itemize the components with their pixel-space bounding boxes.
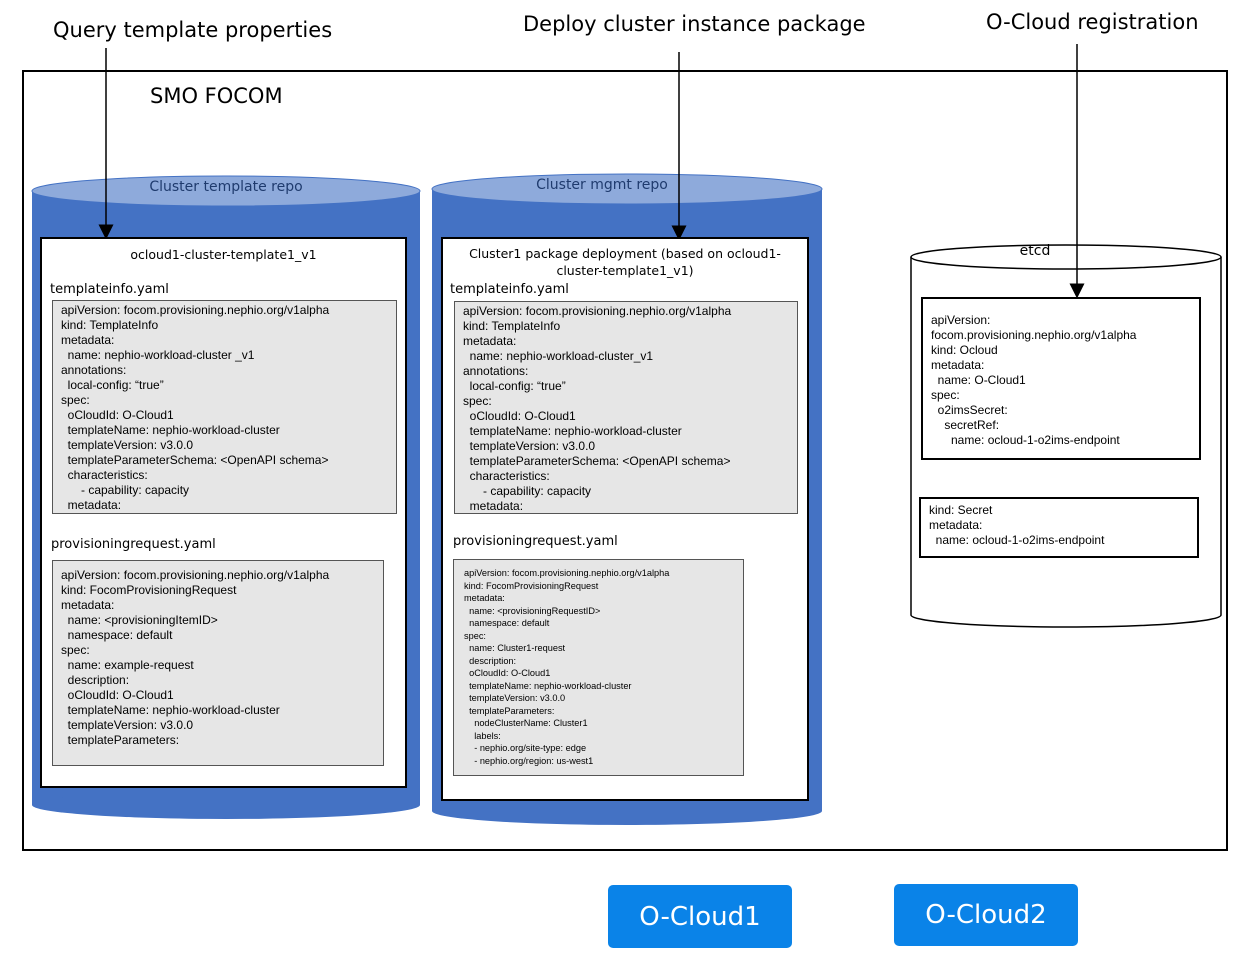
code-line: apiVersion: focom.provisioning.nephio.or… <box>61 568 330 582</box>
code-line: - nephio.org/site-type: edge <box>464 743 587 753</box>
code-line: description: <box>61 673 130 687</box>
code-line: templateParameters: <box>464 705 555 716</box>
code-line: kind: Secret <box>929 503 993 517</box>
code-line: focom.provisioning.nephio.org/v1alpha <box>931 328 1137 342</box>
code-line: name: nephio-workload-cluster _v1 <box>61 348 255 362</box>
code-line: characteristics: <box>463 469 550 483</box>
code-line: templateName: nephio-workload-cluster <box>464 680 632 691</box>
code-line: nodeClusterName: Cluster1 <box>464 718 588 728</box>
deployment-templateinfo-code: apiVersion: focom.provisioning.nephio.or… <box>454 301 798 514</box>
ocloud-resource-box: apiVersion: focom.provisioning.nephio.or… <box>921 297 1201 460</box>
code-line: templateParameterSchema: <OpenAPI schema… <box>463 454 731 468</box>
heading-ocloud-registration: O-Cloud registration <box>986 10 1199 34</box>
code-line: kind: Ocloud <box>931 343 998 357</box>
code-line: name: O-Cloud1 <box>931 373 1026 387</box>
secret-resource-box: kind: Secret metadata: name: ocloud-1-o2… <box>919 497 1199 558</box>
ocloud1-button[interactable]: O-Cloud1 <box>608 885 792 948</box>
deployment-provisioning-code: apiVersion: focom.provisioning.nephio.or… <box>453 559 744 776</box>
code-line: oCloudId: O-Cloud1 <box>61 688 174 702</box>
code-line: kind: FocomProvisioningRequest <box>61 583 237 597</box>
code-line: metadata: <box>929 518 983 532</box>
code-line: - capability: capacity <box>61 483 190 497</box>
code-line: kind: TemplateInfo <box>463 319 561 333</box>
code-line: templateVersion: v3.0.0 <box>61 438 194 452</box>
template-card-title: ocloud1-cluster-template1_v1 <box>130 247 317 262</box>
code-line: metadata: <box>463 499 524 513</box>
code-line: local-config: “true” <box>463 379 566 393</box>
code-line: name: ocloud-1-o2ims-endpoint <box>931 433 1120 447</box>
code-line: characteristics: <box>61 468 148 482</box>
code-line: name: <provisioningRequestID> <box>464 605 601 616</box>
code-line: spec: <box>61 643 90 657</box>
code-line: description: <box>464 655 517 666</box>
code-line: name: <provisioningItemID> <box>61 613 218 627</box>
cluster-template-repo-label: Cluster template repo <box>149 179 303 195</box>
code-line: spec: <box>931 388 960 402</box>
deployment-provisioning-label: provisioningrequest.yaml <box>453 534 618 549</box>
code-line: metadata: <box>61 498 122 512</box>
template-provisioning-label: provisioningrequest.yaml <box>51 537 216 552</box>
code-line: apiVersion: focom.provisioning.nephio.or… <box>61 303 330 317</box>
code-line: annotations: <box>463 364 529 378</box>
code-line: metadata: <box>463 334 517 348</box>
code-line: name: nephio-workload-cluster_v1 <box>463 349 654 363</box>
code-line: templateName: nephio-workload-cluster <box>61 423 280 437</box>
code-line: namespace: default <box>61 628 173 642</box>
template-templateinfo-label: templateinfo.yaml <box>50 282 169 297</box>
code-line: labels: <box>464 730 501 741</box>
template-templateinfo-code: apiVersion: focom.provisioning.nephio.or… <box>52 300 397 514</box>
code-line: templateVersion: v3.0.0 <box>464 693 566 703</box>
code-line: oCloudId: O-Cloud1 <box>464 668 551 678</box>
code-line: templateVersion: v3.0.0 <box>61 718 194 732</box>
code-line: metadata: <box>61 333 115 347</box>
code-line: local-config: “true” <box>61 378 164 392</box>
code-line: kind: FocomProvisioningRequest <box>464 580 599 591</box>
code-line: secretRef: <box>931 418 1000 432</box>
template-provisioning-code: apiVersion: focom.provisioning.nephio.or… <box>52 560 384 766</box>
code-line: templateParameterSchema: <OpenAPI schema… <box>61 453 329 467</box>
code-line: spec: <box>464 630 486 641</box>
code-line: name: Cluster1-request <box>464 643 566 653</box>
code-line: templateName: nephio-workload-cluster <box>463 424 682 438</box>
code-line: metadata: <box>931 358 985 372</box>
code-line: metadata: <box>61 598 115 612</box>
heading-deploy-package: Deploy cluster instance package <box>523 12 866 36</box>
smo-focom-frame <box>22 70 1228 851</box>
code-line: apiVersion: focom.provisioning.nephio.or… <box>464 568 670 578</box>
code-line: apiVersion: <box>931 313 991 327</box>
code-line: metadata: <box>464 593 505 603</box>
code-line: oCloudId: O-Cloud1 <box>61 408 174 422</box>
deployment-templateinfo-label: templateinfo.yaml <box>450 282 569 297</box>
deployment-card-title: Cluster1 package deployment (based on oc… <box>469 246 781 278</box>
code-line: annotations: <box>61 363 127 377</box>
code-line: spec: <box>61 393 90 407</box>
code-line: kind: TemplateInfo <box>61 318 159 332</box>
cluster-mgmt-repo-label: Cluster mgmt repo <box>536 177 668 193</box>
code-line: spec: <box>463 394 492 408</box>
code-line: - nephio.org/region: us-west1 <box>464 755 594 766</box>
code-line: apiVersion: focom.provisioning.nephio.or… <box>463 304 732 318</box>
heading-query-template: Query template properties <box>53 18 333 42</box>
code-line: name: ocloud-1-o2ims-endpoint <box>929 533 1105 547</box>
code-line: templateParameters: <box>61 733 180 747</box>
code-line: namespace: default <box>464 618 550 628</box>
ocloud2-button[interactable]: O-Cloud2 <box>894 884 1078 946</box>
code-line: o2imsSecret: <box>931 403 1008 417</box>
smo-focom-label: SMO FOCOM <box>150 84 283 108</box>
etcd-label: etcd <box>1019 243 1051 259</box>
code-line: name: example-request <box>61 658 194 672</box>
code-line: - capability: capacity <box>463 484 592 498</box>
code-line: templateVersion: v3.0.0 <box>463 439 596 453</box>
code-line: oCloudId: O-Cloud1 <box>463 409 576 423</box>
code-line: templateName: nephio-workload-cluster <box>61 703 280 717</box>
